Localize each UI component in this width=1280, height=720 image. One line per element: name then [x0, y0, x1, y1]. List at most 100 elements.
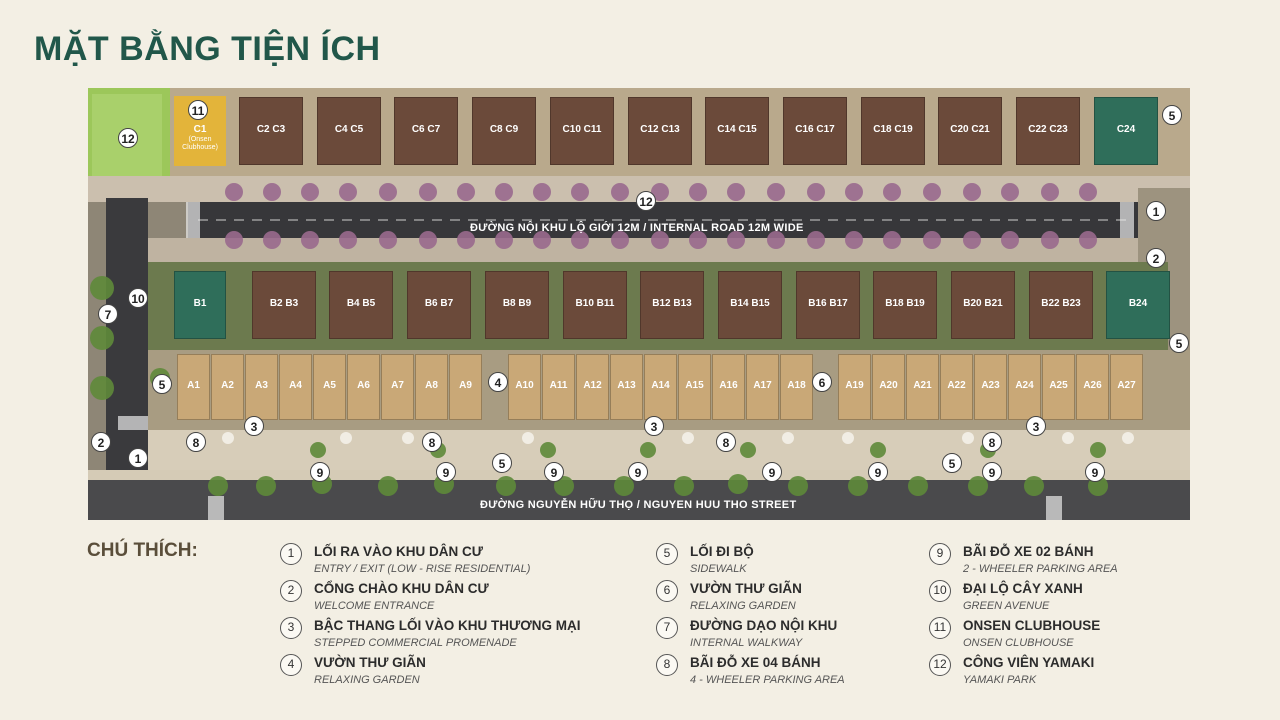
lot-a-19: A20 [872, 354, 905, 420]
map-marker-11: 11 [188, 100, 208, 120]
lot-c-9: C20 C21 [938, 97, 1002, 165]
map-marker-9: 9 [1085, 462, 1105, 482]
lot-label: B20 B21 [963, 298, 1003, 309]
map-marker-7: 7 [98, 304, 118, 324]
legend-subtitle: YAMAKI PARK [963, 674, 1037, 686]
lot-a-22: A23 [974, 354, 1007, 420]
lot-a-12: A13 [610, 354, 643, 420]
lot-c-3: C8 C9 [472, 97, 536, 165]
legend-number: 12 [929, 654, 951, 676]
legend-subtitle: RELAXING GARDEN [690, 600, 796, 612]
legend-number: 9 [929, 543, 951, 565]
legend-title: VƯỜN THƯ GIÃN [314, 655, 426, 670]
lot-a-24: A25 [1042, 354, 1075, 420]
map-marker-9: 9 [544, 462, 564, 482]
legend-number: 10 [929, 580, 951, 602]
lot-label: B2 B3 [269, 298, 299, 309]
lot-label: A18 [787, 380, 806, 391]
lot-label: A24 [1015, 380, 1034, 391]
lot-label: A27 [1117, 380, 1136, 391]
lot-label: B22 B23 [1041, 298, 1081, 309]
lot-label: A20 [879, 380, 898, 391]
lot-a-21: A22 [940, 354, 973, 420]
lot-label: C24 [1116, 124, 1136, 135]
lot-label: B10 B11 [575, 298, 615, 309]
lot-label: B12 B13 [652, 298, 692, 309]
map-marker-5: 5 [1169, 333, 1189, 353]
lot-a-7: A8 [415, 354, 448, 420]
lot-a-18: A19 [838, 354, 871, 420]
lot-c-7: C16 C17 [783, 97, 847, 165]
legend-title: CỔNG CHÀO KHU DÂN CƯ [314, 581, 489, 596]
lot-label: A25 [1049, 380, 1068, 391]
lot-b-1: B2 B3 [252, 271, 316, 339]
lot-b-8: B16 B17 [796, 271, 860, 339]
lot-label: A4 [289, 380, 302, 391]
legend-subtitle: GREEN AVENUE [963, 600, 1050, 612]
legend-subtitle: ENTRY / EXIT (LOW - RISE RESIDENTIAL) [314, 563, 531, 575]
street-label: ĐƯỜNG NGUYỄN HỮU THỌ / NGUYEN HUU THO ST… [480, 499, 797, 511]
map-marker-9: 9 [628, 462, 648, 482]
map-marker-8: 8 [716, 432, 736, 452]
lot-c-10: C22 C23 [1016, 97, 1080, 165]
lot-label: A7 [391, 380, 404, 391]
lot-a-16: A17 [746, 354, 779, 420]
lot-label: A23 [981, 380, 1000, 391]
legend-number: 2 [280, 580, 302, 602]
lot-label: B16 B17 [808, 298, 848, 309]
lot-a-4: A5 [313, 354, 346, 420]
legend-title: LỐI RA VÀO KHU DÂN CƯ [314, 544, 483, 559]
lot-a-13: A14 [644, 354, 677, 420]
lot-label: B24 [1128, 298, 1148, 309]
lot-a-11: A12 [576, 354, 609, 420]
legend-title: LỐI ĐI BỘ [690, 544, 754, 559]
lot-c-0: C2 C3 [239, 97, 303, 165]
lot-label: C22 C23 [1028, 124, 1068, 135]
lot-label: A3 [255, 380, 268, 391]
lot-label: C12 C13 [640, 124, 680, 135]
lot-label: A1 [187, 380, 200, 391]
lot-label: C2 C3 [256, 124, 286, 135]
lot-a-2: A3 [245, 354, 278, 420]
lot-c-2: C6 C7 [394, 97, 458, 165]
legend-title: ĐƯỜNG DẠO NỘI KHU [690, 618, 838, 633]
legend-title: ONSEN CLUBHOUSE [963, 618, 1101, 633]
map-marker-1: 1 [128, 448, 148, 468]
map-marker-5: 5 [1162, 105, 1182, 125]
lot-label: C10 C11 [562, 124, 602, 135]
lot-label: A21 [913, 380, 932, 391]
lot-label: C6 C7 [411, 124, 441, 135]
lot-c-4: C10 C11 [550, 97, 614, 165]
map-marker-1: 1 [1146, 201, 1166, 221]
lot-label: A16 [719, 380, 738, 391]
legend-subtitle: INTERNAL WALKWAY [690, 637, 803, 649]
internal-road-label: ĐƯỜNG NỘI KHU LỘ GIỚI 12M / INTERNAL ROA… [470, 222, 804, 234]
lot-b-0: B1 [174, 271, 226, 339]
lot-b-3: B6 B7 [407, 271, 471, 339]
legend-number: 6 [656, 580, 678, 602]
lot-a-14: A15 [678, 354, 711, 420]
lot-c-8: C18 C19 [861, 97, 925, 165]
lot-label: C4 C5 [334, 124, 364, 135]
legend-title: VƯỜN THƯ GIÃN [690, 581, 802, 596]
lot-label: B4 B5 [346, 298, 376, 309]
lot-label: A22 [947, 380, 966, 391]
lot-label: A13 [617, 380, 636, 391]
lot-label: A14 [651, 380, 670, 391]
legend-title: BẬC THANG LỐI VÀO KHU THƯƠNG MẠI [314, 618, 581, 633]
lot-a-1: A2 [211, 354, 244, 420]
lot-a-5: A6 [347, 354, 380, 420]
map-marker-3: 3 [644, 416, 664, 436]
lot-label: A2 [221, 380, 234, 391]
lot-a-3: A4 [279, 354, 312, 420]
map-marker-9: 9 [868, 462, 888, 482]
lot-c-11: C24 [1094, 97, 1158, 165]
lot-a-20: A21 [906, 354, 939, 420]
lot-b-11: B22 B23 [1029, 271, 1093, 339]
legend-subtitle: WELCOME ENTRANCE [314, 600, 435, 612]
lot-a-15: A16 [712, 354, 745, 420]
map-marker-9: 9 [982, 462, 1002, 482]
lot-label: B18 B19 [885, 298, 925, 309]
site-plan-map: C1 (Onsen Clubhouse) ĐƯỜNG NỘI KHU LỘ GI… [88, 88, 1190, 520]
legend-number: 1 [280, 543, 302, 565]
